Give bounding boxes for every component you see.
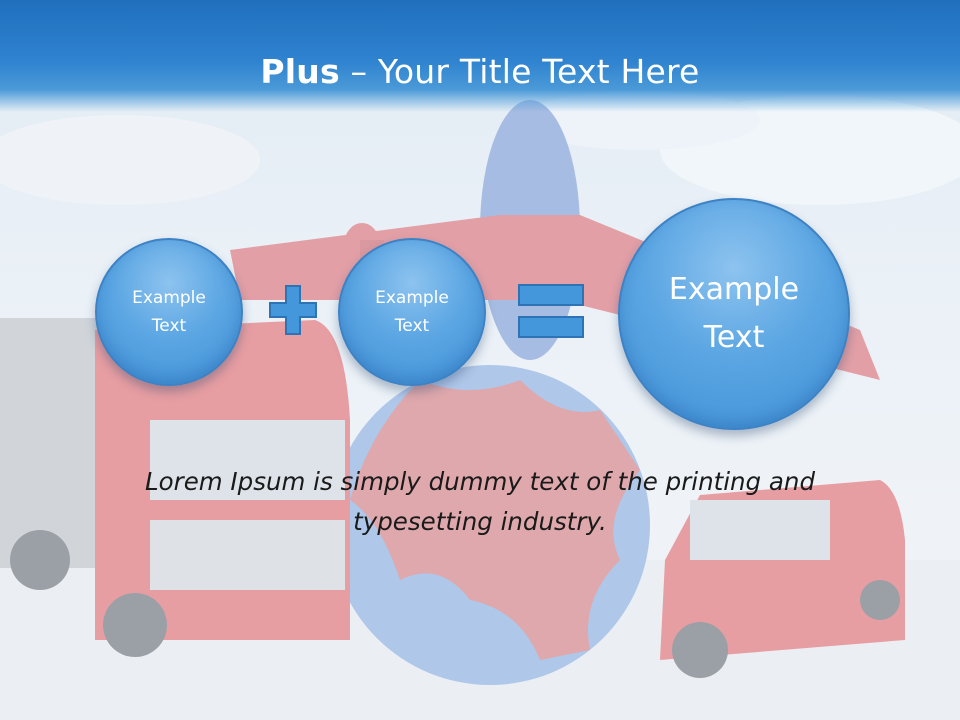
truck-illustration <box>0 318 350 657</box>
circle-1-line-1: Example <box>132 288 206 308</box>
globe-illustration <box>330 365 650 685</box>
circle-example-1: Example Text <box>95 238 243 386</box>
van-illustration <box>660 480 905 678</box>
circle-1-line-2: Text <box>151 316 187 336</box>
circle-example-2: Example Text <box>338 238 486 386</box>
slide-title: Plus – Your Title Text Here <box>0 52 960 91</box>
circle-2-line-1: Example <box>375 288 449 308</box>
circle-3-line-1: Example <box>668 272 800 307</box>
plus-icon <box>269 285 317 335</box>
body-text: Lorem Ipsum is simply dummy text of the … <box>144 467 815 536</box>
title-rest: – Your Title Text Here <box>339 52 700 91</box>
circle-example-result: Example Text <box>618 198 850 430</box>
circle-2-line-2: Text <box>394 316 430 336</box>
equals-icon <box>518 284 584 338</box>
circle-3-line-2: Text <box>703 320 765 355</box>
title-bold: Plus <box>260 52 340 91</box>
title-bar <box>0 0 960 112</box>
